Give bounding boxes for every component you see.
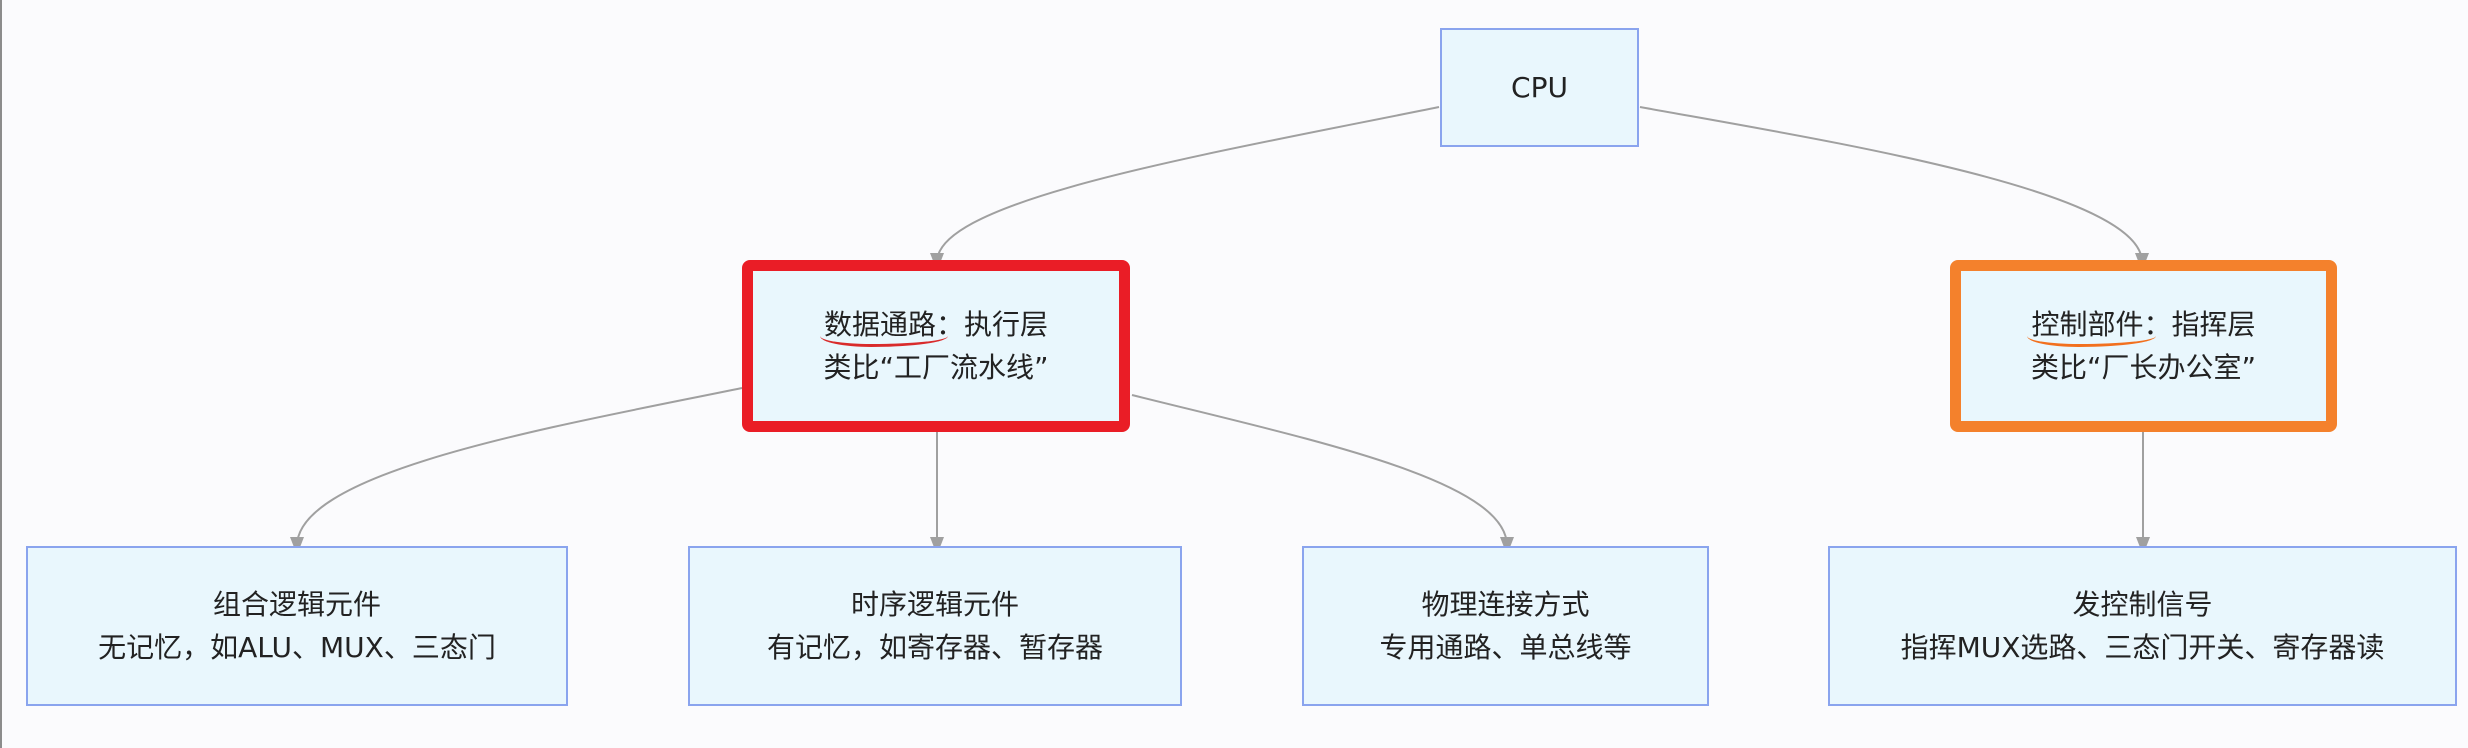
node-sequential-line2: 有记忆，如寄存器、暂存器: [766, 631, 1103, 664]
node-datapath-line1: 数据通路：执行层: [824, 303, 1048, 346]
node-physical-line2: 专用通路、单总线等: [1379, 631, 1632, 664]
node-control-line2: 类比“厂长办公室”: [2030, 351, 2256, 384]
node-datapath-line2: 类比“工厂流水线”: [823, 351, 1049, 384]
edge-cpu-control: [1639, 106, 2149, 271]
node-physical: 物理连接方式 专用通路、单总线等: [1302, 546, 1709, 706]
control-rest: ：指挥层: [2143, 308, 2256, 341]
node-combinational: 组合逻辑元件 无记忆，如ALU、MUX、三态门: [26, 546, 568, 706]
node-cpu-label: CPU: [1511, 71, 1568, 104]
node-datapath: 数据通路：执行层 类比“工厂流水线”: [742, 260, 1130, 432]
node-combinational-line2: 无记忆，如ALU、MUX、三态门: [98, 631, 496, 664]
node-signal-line1: 发控制信号: [2072, 588, 2213, 621]
node-sequential: 时序逻辑元件 有记忆，如寄存器、暂存器: [688, 546, 1182, 706]
node-control: 控制部件：指挥层 类比“厂长办公室”: [1950, 260, 2337, 432]
node-physical-line1: 物理连接方式: [1421, 588, 1590, 621]
edge-cpu-datapath: [930, 106, 1440, 271]
edge-datapath-combinational: [290, 387, 743, 555]
node-signal: 发控制信号 指挥MUX选路、三态门开关、寄存器读: [1828, 546, 2457, 706]
node-sequential-line1: 时序逻辑元件: [850, 588, 1019, 621]
node-combinational-line1: 组合逻辑元件: [212, 588, 381, 621]
control-highlight: 控制部件: [2031, 308, 2144, 341]
edge-datapath-physical: [1131, 394, 1514, 555]
node-cpu: CPU: [1440, 28, 1639, 147]
node-control-line1: 控制部件：指挥层: [2031, 303, 2255, 346]
datapath-highlight: 数据通路: [823, 308, 936, 341]
datapath-rest: ：执行层: [936, 308, 1049, 341]
node-signal-line2: 指挥MUX选路、三态门开关、寄存器读: [1900, 631, 2385, 664]
